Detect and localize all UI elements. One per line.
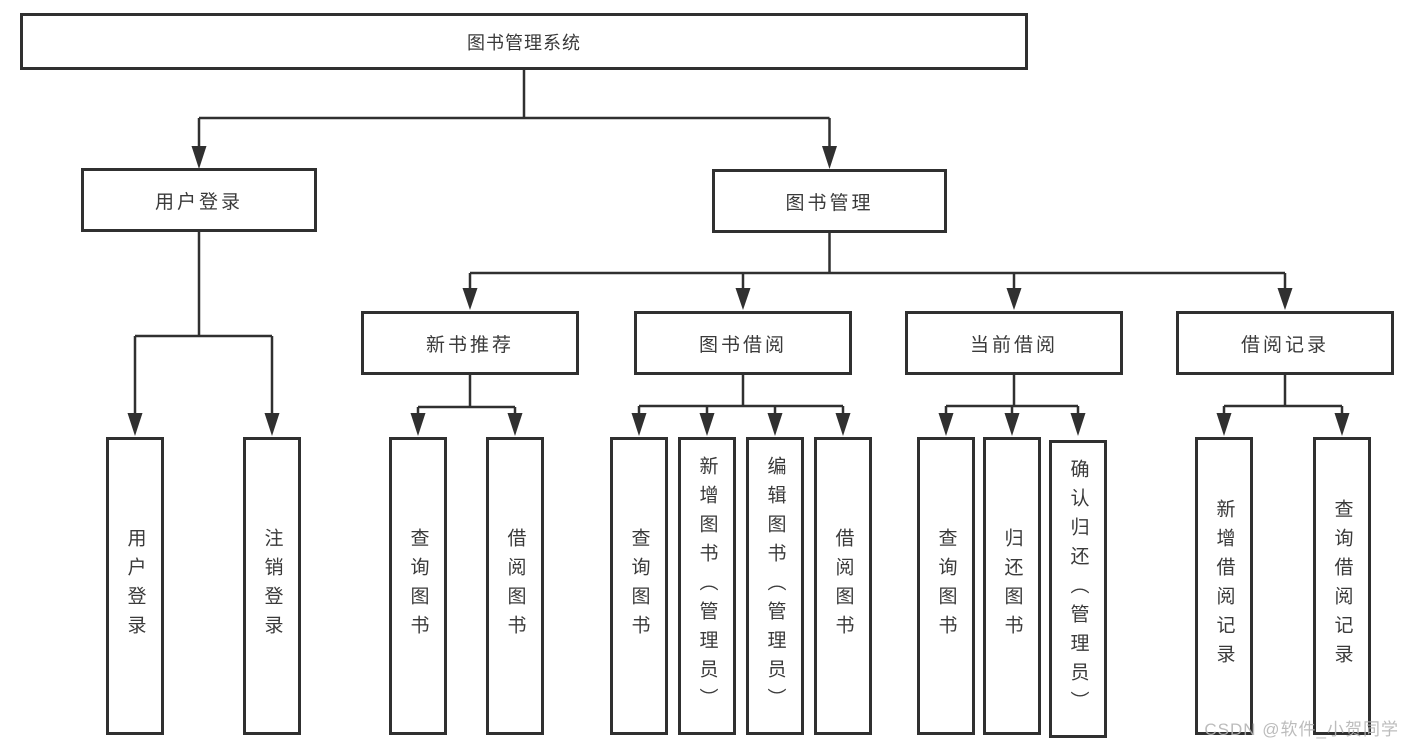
node-book-management-module: 图书管理 xyxy=(712,169,947,233)
node-new-book-recommendation: 新书推荐 xyxy=(361,311,579,375)
node-borrowing-records: 借阅记录 xyxy=(1176,311,1394,375)
node-cb-query-books: 查询图书 xyxy=(917,437,975,735)
node-bb-query-books: 查询图书 xyxy=(610,437,668,735)
node-user-login: 用户登录 xyxy=(106,437,164,735)
node-current-borrowing: 当前借阅 xyxy=(905,311,1123,375)
node-bb-edit-books-admin: 编辑图书（管理员） xyxy=(746,437,804,735)
node-cb-return-books: 归还图书 xyxy=(983,437,1041,735)
node-book-borrowing: 图书借阅 xyxy=(634,311,852,375)
node-bb-add-books-admin: 新增图书（管理员） xyxy=(678,437,736,735)
csdn-watermark: CSDN @软件_小贺同学 xyxy=(1204,720,1399,739)
node-user-login-module: 用户登录 xyxy=(81,168,317,232)
node-br-add-record: 新增借阅记录 xyxy=(1195,437,1253,735)
node-nbr-query-books: 查询图书 xyxy=(389,437,447,735)
arrowhead-icons xyxy=(127,146,1350,436)
node-logout: 注销登录 xyxy=(243,437,301,735)
node-br-query-record: 查询借阅记录 xyxy=(1313,437,1371,735)
node-nbr-borrow-books: 借阅图书 xyxy=(486,437,544,735)
node-library-management-system: 图书管理系统 xyxy=(20,13,1028,70)
node-bb-borrow-books: 借阅图书 xyxy=(814,437,872,735)
node-cb-confirm-return-admin: 确认归还（管理员） xyxy=(1049,440,1107,738)
